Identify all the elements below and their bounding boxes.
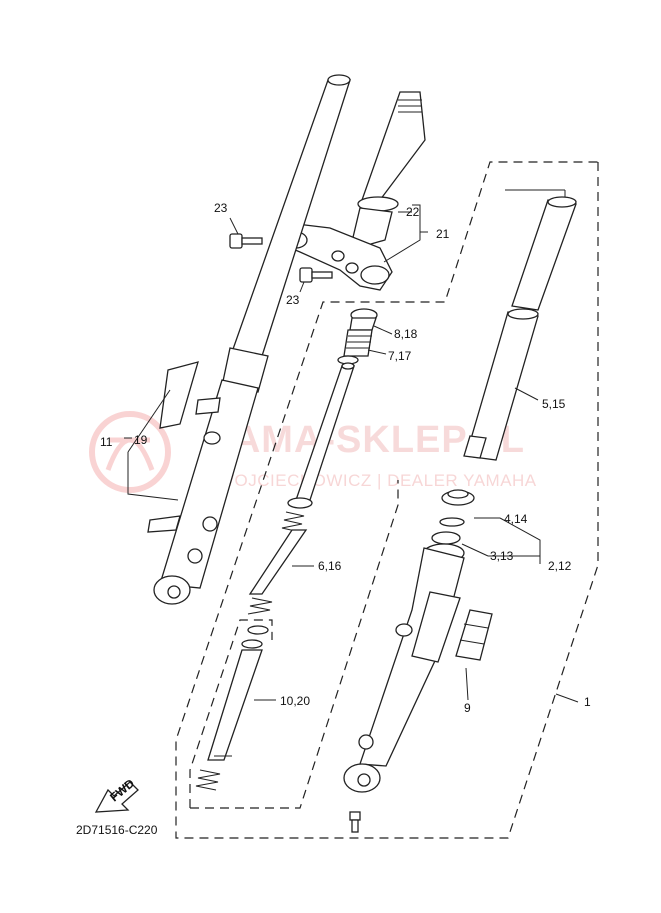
callout-22: 22	[406, 205, 420, 219]
fwd-arrow-icon: FWD	[94, 776, 139, 813]
watermark-subtitle: WOJCIECHOWICZ | DEALER YAMAHA	[218, 471, 537, 490]
callout-10-20: 10,20	[280, 694, 310, 708]
callout-labels: 22 21 23 23 8,18 7,17 5,15 4,14 3,13 2,1…	[100, 201, 591, 715]
steering-stem	[349, 91, 426, 251]
leader-lines	[124, 204, 579, 703]
callout-23-bottom: 23	[286, 293, 300, 307]
callout-3-13: 3,13	[490, 549, 514, 563]
callout-21: 21	[436, 227, 450, 241]
watermark-logo-icon	[89, 411, 171, 493]
callout-2-12: 2,12	[548, 559, 572, 573]
callout-4-14: 4,14	[504, 512, 528, 526]
callout-7-17: 7,17	[388, 349, 412, 363]
callout-8-18: 8,18	[394, 327, 418, 341]
callout-23-top: 23	[214, 201, 228, 215]
callout-11: 11	[100, 435, 113, 449]
callout-6-16: 6,16	[318, 559, 342, 573]
callout-19: 19	[134, 433, 148, 447]
callout-1: 1	[584, 695, 591, 709]
left-fork-assembled	[147, 74, 351, 605]
center-inner-parts	[195, 308, 378, 791]
callout-5-15: 5,15	[542, 397, 566, 411]
right-fork-parts	[343, 196, 577, 833]
diagram-code: 2D71516-C220	[76, 823, 158, 837]
pinch-bolt-lower	[299, 267, 333, 283]
pinch-bolt-upper	[229, 233, 263, 249]
callout-9: 9	[464, 701, 471, 715]
